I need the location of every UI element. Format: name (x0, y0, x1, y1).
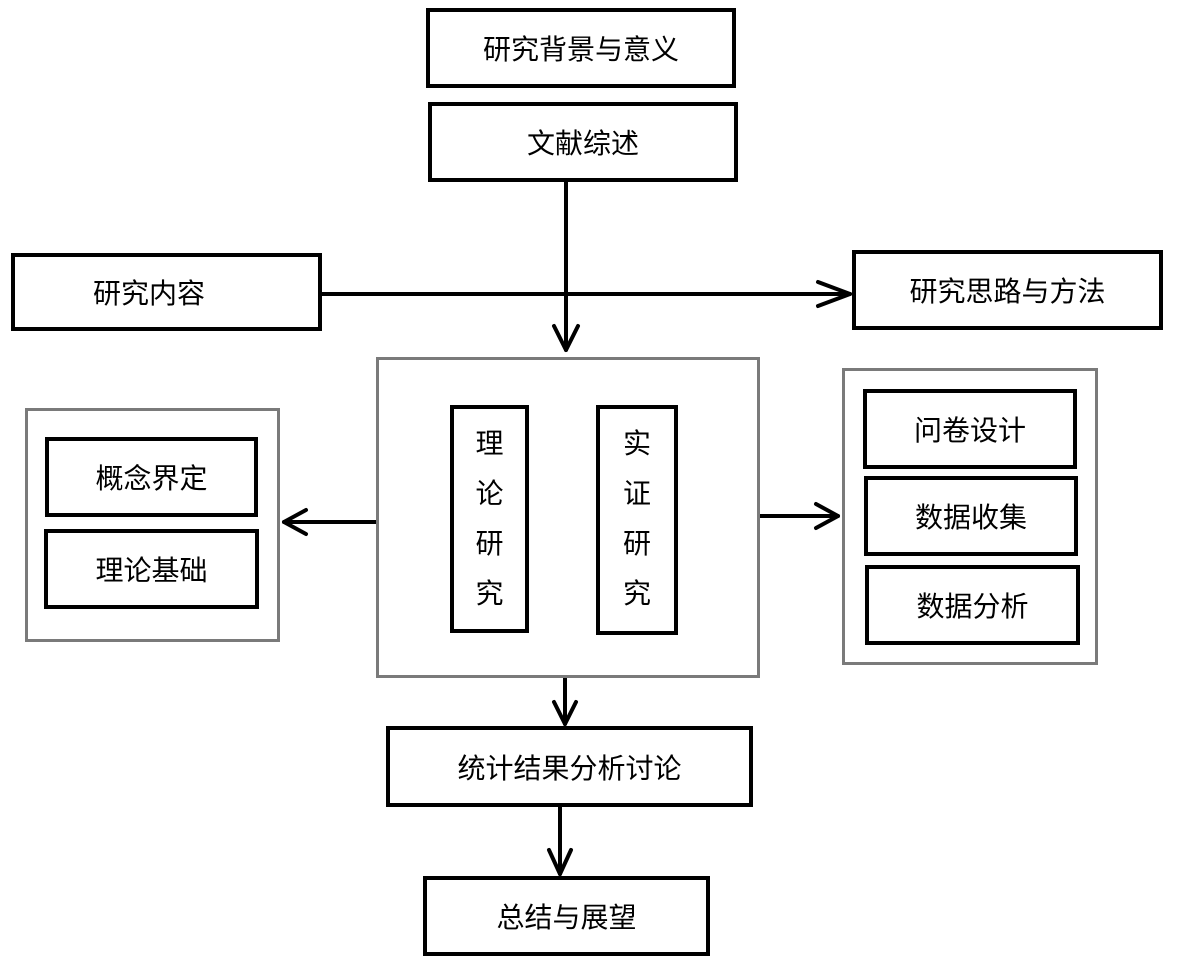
node-theory-research: 理 论 研 究 (450, 405, 529, 633)
node-content: 研究内容 (11, 253, 322, 331)
empirical-item-collection-label: 数据收集 (914, 501, 1027, 534)
theory-char: 究 (475, 577, 504, 610)
theory-item-basis: 理论基础 (44, 529, 259, 609)
node-results-label: 统计结果分析讨论 (457, 751, 682, 785)
empirical-item-questionnaire: 问卷设计 (863, 389, 1077, 469)
theory-char: 论 (475, 477, 504, 510)
empirical-item-analysis: 数据分析 (865, 565, 1080, 645)
node-background: 研究背景与意义 (426, 8, 736, 88)
arrowhead-literature-to-core (552, 324, 580, 352)
empirical-char: 实 (622, 427, 651, 460)
theory-item-concept-label: 概念界定 (95, 462, 208, 495)
theory-item-basis-label: 理论基础 (95, 554, 208, 587)
node-conclusion: 总结与展望 (423, 876, 710, 956)
arrowhead-content-to-methods (816, 280, 852, 308)
node-results: 统计结果分析讨论 (386, 726, 753, 807)
arrowhead-empirical-to-group (814, 502, 840, 530)
node-conclusion-label: 总结与展望 (496, 901, 637, 934)
empirical-item-questionnaire-label: 问卷设计 (913, 414, 1026, 447)
theory-char: 研 (475, 527, 504, 560)
empirical-char: 究 (622, 577, 651, 610)
arrowhead-core-to-results (552, 700, 578, 726)
node-literature-label: 文献综述 (526, 127, 639, 160)
node-empirical-research: 实 证 研 究 (596, 405, 678, 635)
empirical-item-collection: 数据收集 (864, 476, 1078, 556)
empirical-item-analysis-label: 数据分析 (916, 590, 1029, 623)
empirical-char: 证 (622, 477, 651, 510)
empirical-char: 研 (622, 527, 651, 560)
arrowhead-theory-to-group (282, 508, 308, 536)
node-content-label: 研究内容 (93, 277, 206, 310)
core-group (376, 357, 760, 678)
theory-item-concept: 概念界定 (45, 437, 258, 517)
arrowhead-results-to-conclusion (547, 848, 573, 876)
node-background-label: 研究背景与意义 (482, 33, 679, 66)
node-methods-label: 研究思路与方法 (909, 275, 1106, 308)
theory-char: 理 (475, 427, 504, 460)
node-literature: 文献综述 (428, 102, 738, 182)
node-methods: 研究思路与方法 (852, 250, 1163, 330)
